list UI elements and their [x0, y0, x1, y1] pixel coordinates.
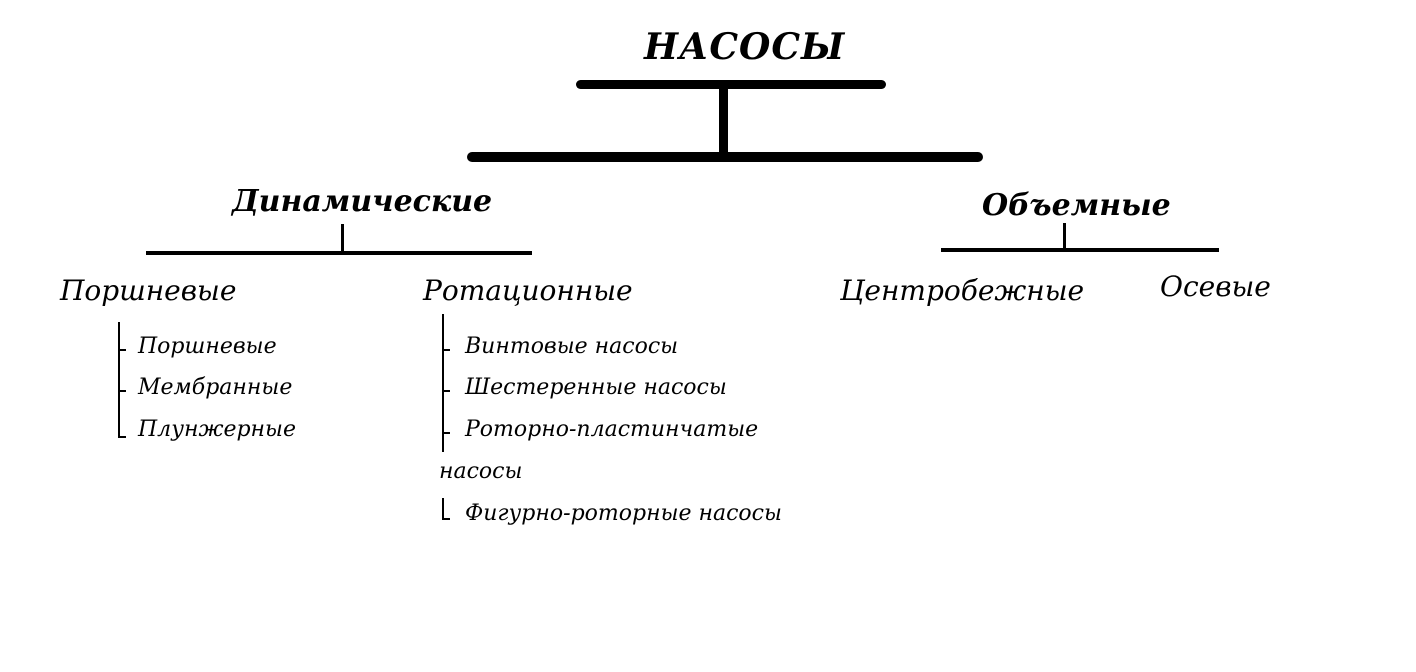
subcategory-centrifugal-label: Центробежные [840, 274, 1085, 307]
root-branch-bar [467, 152, 983, 162]
piston-tick [118, 349, 126, 351]
piston-tick [118, 390, 126, 392]
rotary-tick [442, 432, 450, 434]
dynamic-branch-bar [146, 251, 532, 255]
dynamic-stem [341, 224, 344, 254]
root-stem [719, 86, 728, 154]
list-item: Шестеренные насосы [465, 375, 727, 400]
subcategory-piston-label: Поршневые [60, 274, 237, 307]
list-item: Винтовые насосы [465, 334, 679, 359]
piston-tick [118, 436, 126, 438]
rotary-tick [442, 518, 450, 520]
category-dynamic-label: Динамические [232, 184, 493, 219]
root-top-bar [576, 80, 886, 89]
volumetric-stem [1063, 223, 1066, 251]
category-volumetric-label: Объемные [982, 188, 1171, 223]
list-item: Поршневые [138, 334, 277, 359]
list-item: Фигурно-роторные насосы [465, 501, 782, 526]
rotary-last-guide [442, 498, 444, 520]
rotary-tick [442, 349, 450, 351]
piston-list-guide [118, 322, 120, 438]
list-item: Роторно-пластинчатые [465, 417, 759, 442]
list-item-continuation: насосы [439, 459, 523, 484]
root-node-label: НАСОСЫ [644, 26, 846, 68]
rotary-tick [442, 390, 450, 392]
list-item: Плунжерные [138, 417, 296, 442]
subcategory-axial-label: Осевые [1160, 270, 1271, 303]
subcategory-rotary-label: Ротационные [423, 274, 633, 307]
rotary-list-guide [442, 314, 444, 452]
list-item: Мембранные [138, 375, 293, 400]
volumetric-branch-bar [941, 248, 1219, 252]
